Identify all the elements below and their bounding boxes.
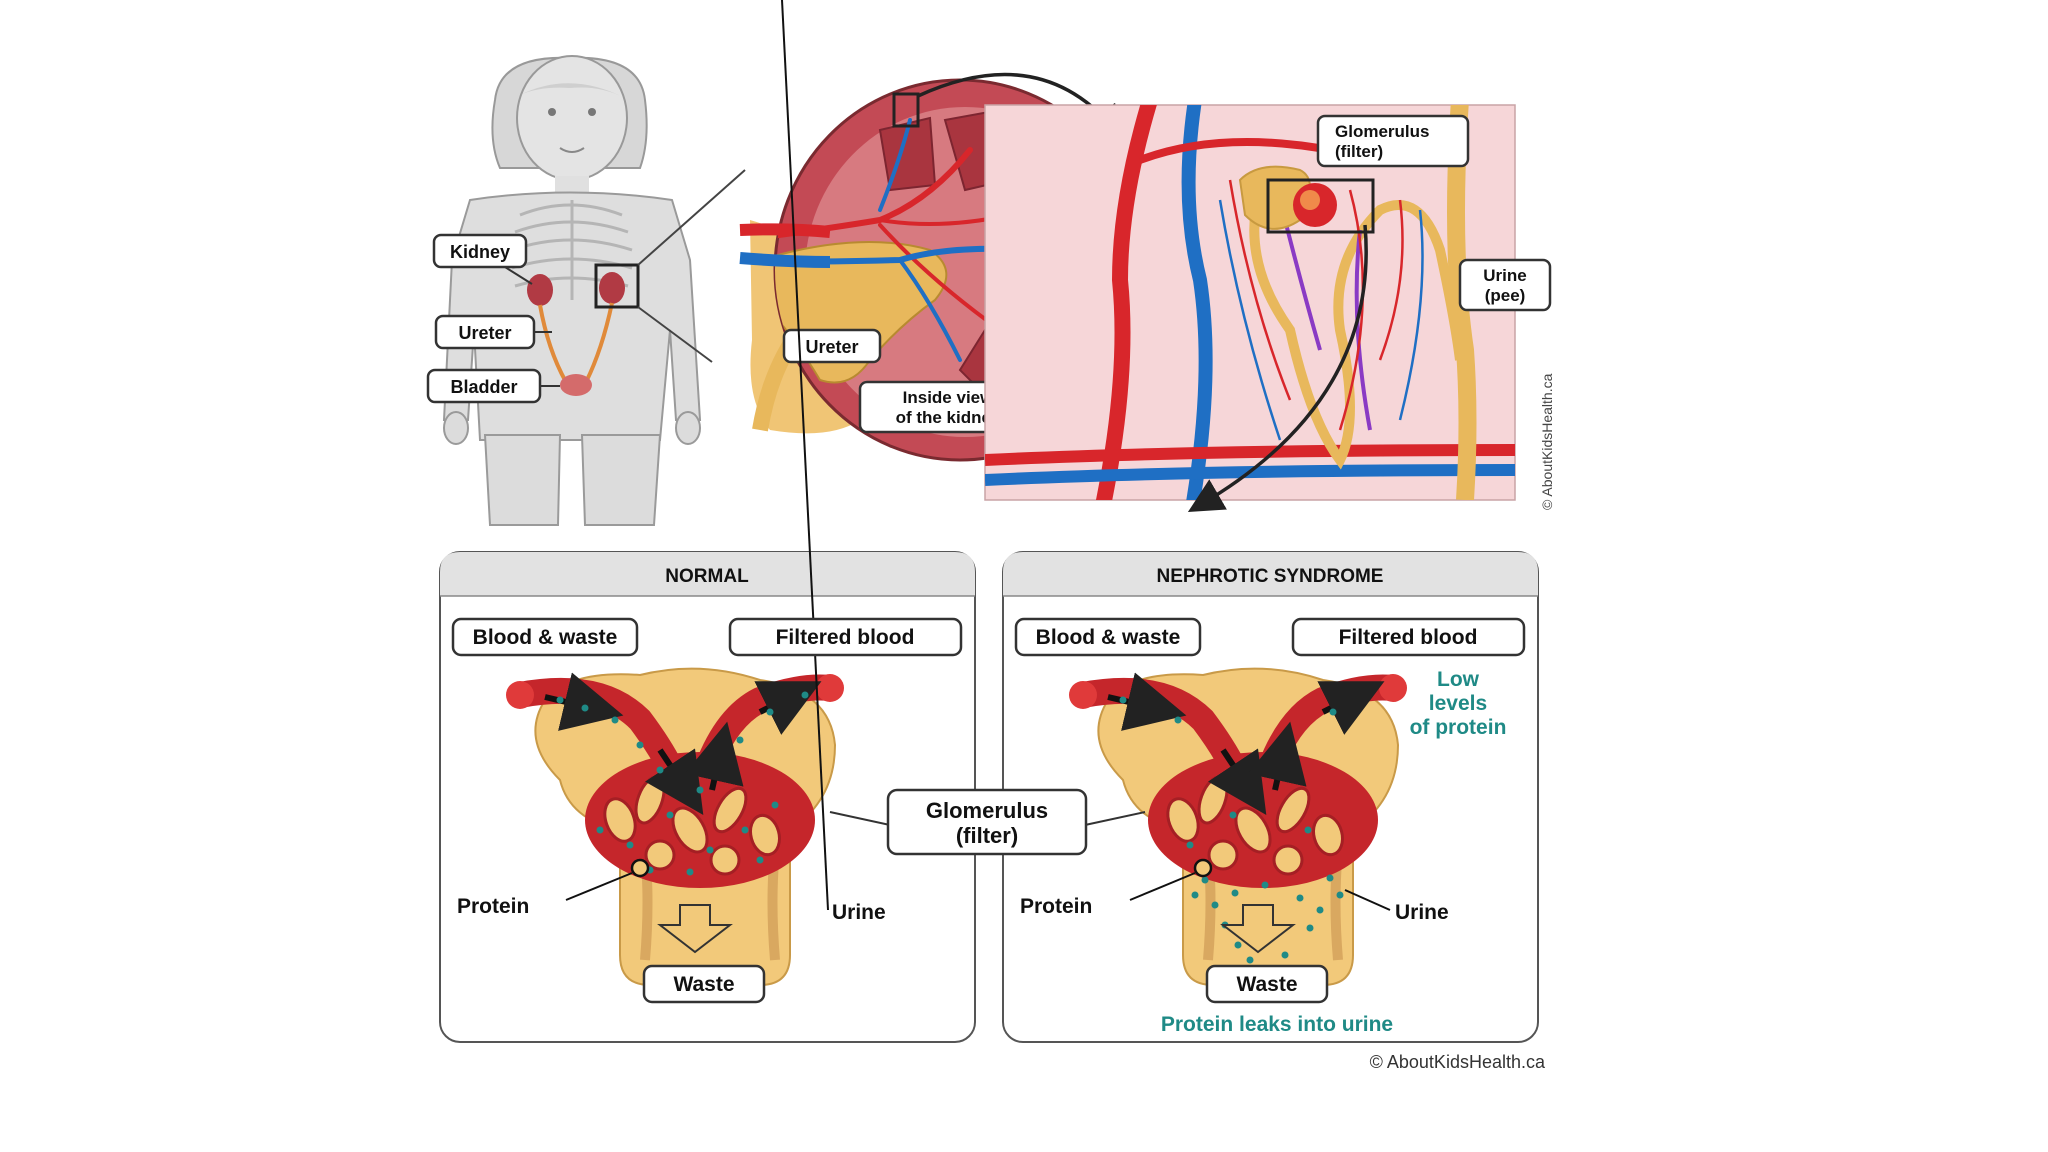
child-figure — [442, 55, 746, 526]
panel-title-nephrotic: NEPHROTIC SYNDROME — [1157, 566, 1384, 587]
svg-text:Urine: Urine — [1483, 266, 1526, 285]
nephron-view — [984, 104, 1516, 513]
svg-text:of the kidney: of the kidney — [896, 408, 1001, 427]
zoom-arrow-lower — [1187, 224, 1368, 513]
svg-text:Filtered blood: Filtered blood — [776, 626, 915, 649]
footer-credit: © AboutKidsHealth.ca — [1370, 1052, 1546, 1072]
svg-text:Bladder: Bladder — [450, 377, 517, 397]
svg-text:(filter): (filter) — [1335, 142, 1383, 161]
svg-text:(filter): (filter) — [956, 823, 1018, 848]
svg-text:Waste: Waste — [1236, 973, 1297, 996]
svg-text:Ureter: Ureter — [458, 323, 511, 343]
svg-text:Low: Low — [1437, 668, 1480, 691]
left-kidney — [527, 274, 553, 306]
label-urine-normal: Urine — [832, 901, 886, 924]
label-filtered-blood-nephrotic: Filtered blood — [1291, 617, 1526, 657]
bladder — [560, 374, 592, 396]
svg-text:Blood & waste: Blood & waste — [473, 626, 618, 649]
label-blood-waste-normal: Blood & waste — [451, 617, 639, 657]
vertical-credit: © AboutKidsHealth.ca — [1539, 373, 1555, 510]
svg-text:levels: levels — [1429, 692, 1487, 715]
zoom-box — [594, 263, 640, 309]
svg-text:Glomerulus: Glomerulus — [1335, 122, 1429, 141]
label-glomerulus-top: Glomerulus (filter) — [1316, 114, 1470, 168]
svg-text:Glomerulus: Glomerulus — [926, 798, 1048, 823]
svg-text:(pee): (pee) — [1485, 286, 1526, 305]
label-protein-nephrotic: Protein — [1020, 895, 1092, 918]
label-low-protein: Low levels of protein — [1410, 668, 1507, 739]
svg-text:Ureter: Ureter — [805, 337, 858, 357]
right-kidney — [599, 272, 625, 304]
panel-normal: NORMAL — [439, 0, 976, 1043]
panel-title-normal: NORMAL — [665, 566, 749, 587]
label-ureter-kidney: Ureter — [782, 328, 882, 364]
svg-text:Filtered blood: Filtered blood — [1339, 626, 1478, 649]
panel-nephrotic: NEPHROTIC SYNDROME — [1002, 551, 1539, 1043]
label-bladder: Bladder — [426, 368, 560, 404]
protein-leak-note: Protein leaks into urine — [1161, 1013, 1393, 1036]
label-waste-nephrotic: Waste — [1205, 964, 1329, 1004]
svg-text:of protein: of protein — [1410, 716, 1507, 739]
label-filtered-blood-normal: Filtered blood — [728, 617, 963, 657]
label-protein-normal: Protein — [457, 895, 529, 918]
label-urine-nephrotic: Urine — [1395, 901, 1449, 924]
label-ureter: Ureter — [434, 314, 552, 350]
svg-text:Inside view: Inside view — [903, 388, 994, 407]
label-kidney: Kidney — [432, 233, 533, 285]
label-urine-pee: Urine (pee) — [1458, 258, 1552, 312]
label-waste-normal: Waste — [642, 964, 766, 1004]
label-glomerulus-shared: Glomerulus (filter) — [829, 788, 1146, 856]
label-blood-waste-nephrotic: Blood & waste — [1014, 617, 1202, 657]
svg-text:Waste: Waste — [673, 973, 734, 996]
svg-text:Blood & waste: Blood & waste — [1036, 626, 1181, 649]
svg-text:Kidney: Kidney — [450, 242, 510, 262]
